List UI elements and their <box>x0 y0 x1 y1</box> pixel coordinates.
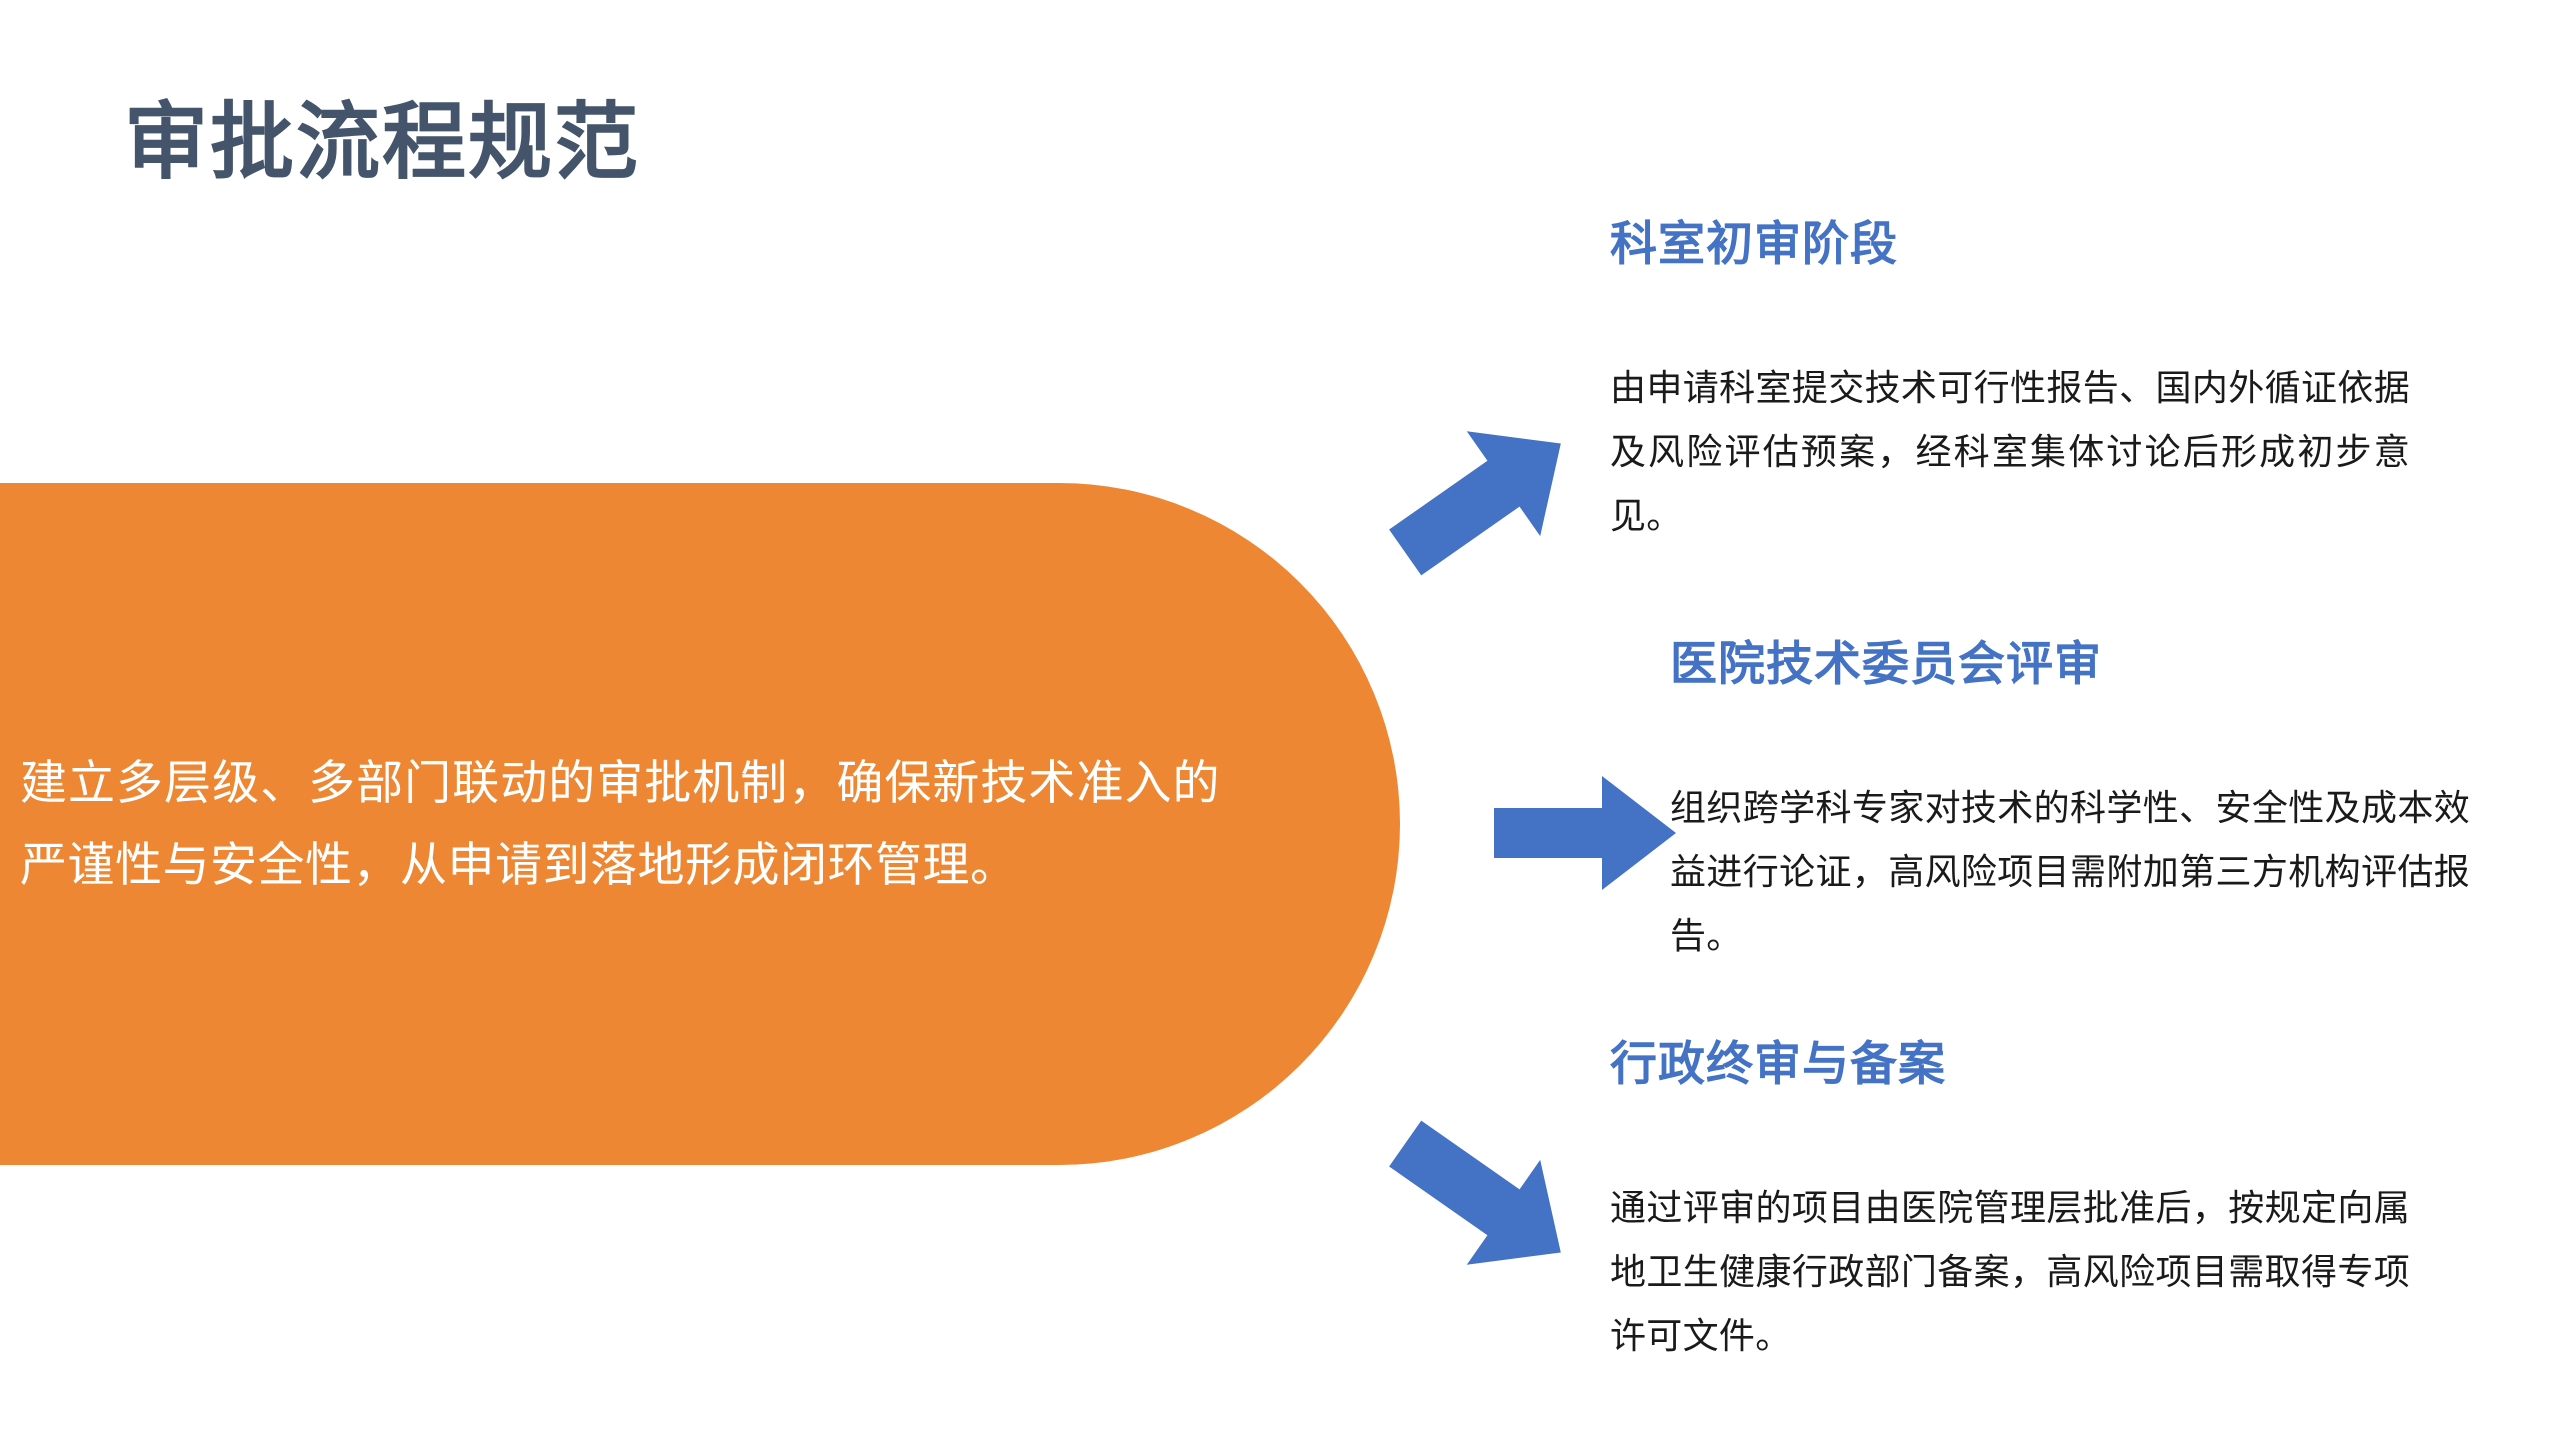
stage-heading-2: 医院技术委员会评审 <box>1670 637 2102 690</box>
stage-body-2: 组织跨学科专家对技术的科学性、安全性及成本效益进行论证，高风险项目需附加第三方机… <box>1670 787 2470 957</box>
page-title: 审批流程规范 <box>124 95 641 189</box>
summary-panel-text: 建立多层级、多部门联动的审批机制，确保新技术准入的严谨性与安全性，从申请到落地形… <box>20 755 1220 891</box>
arrow-up-right-icon <box>1378 418 1588 583</box>
arrow-down-right-icon <box>1378 1118 1588 1283</box>
stage-heading-3: 行政终审与备案 <box>1610 1037 1946 1090</box>
arrow-right-icon <box>1490 768 1680 903</box>
stage-body-1: 由申请科室提交技术可行性报告、国内外循证依据及风险评估预案，经科室集体讨论后形成… <box>1610 367 2410 537</box>
summary-panel: 建立多层级、多部门联动的审批机制，确保新技术准入的严谨性与安全性，从申请到落地形… <box>0 483 1400 1165</box>
stage-heading-1: 科室初审阶段 <box>1610 217 1898 270</box>
stage-body-3: 通过评审的项目由医院管理层批准后，按规定向属地卫生健康行政部门备案，高风险项目需… <box>1610 1187 2410 1357</box>
